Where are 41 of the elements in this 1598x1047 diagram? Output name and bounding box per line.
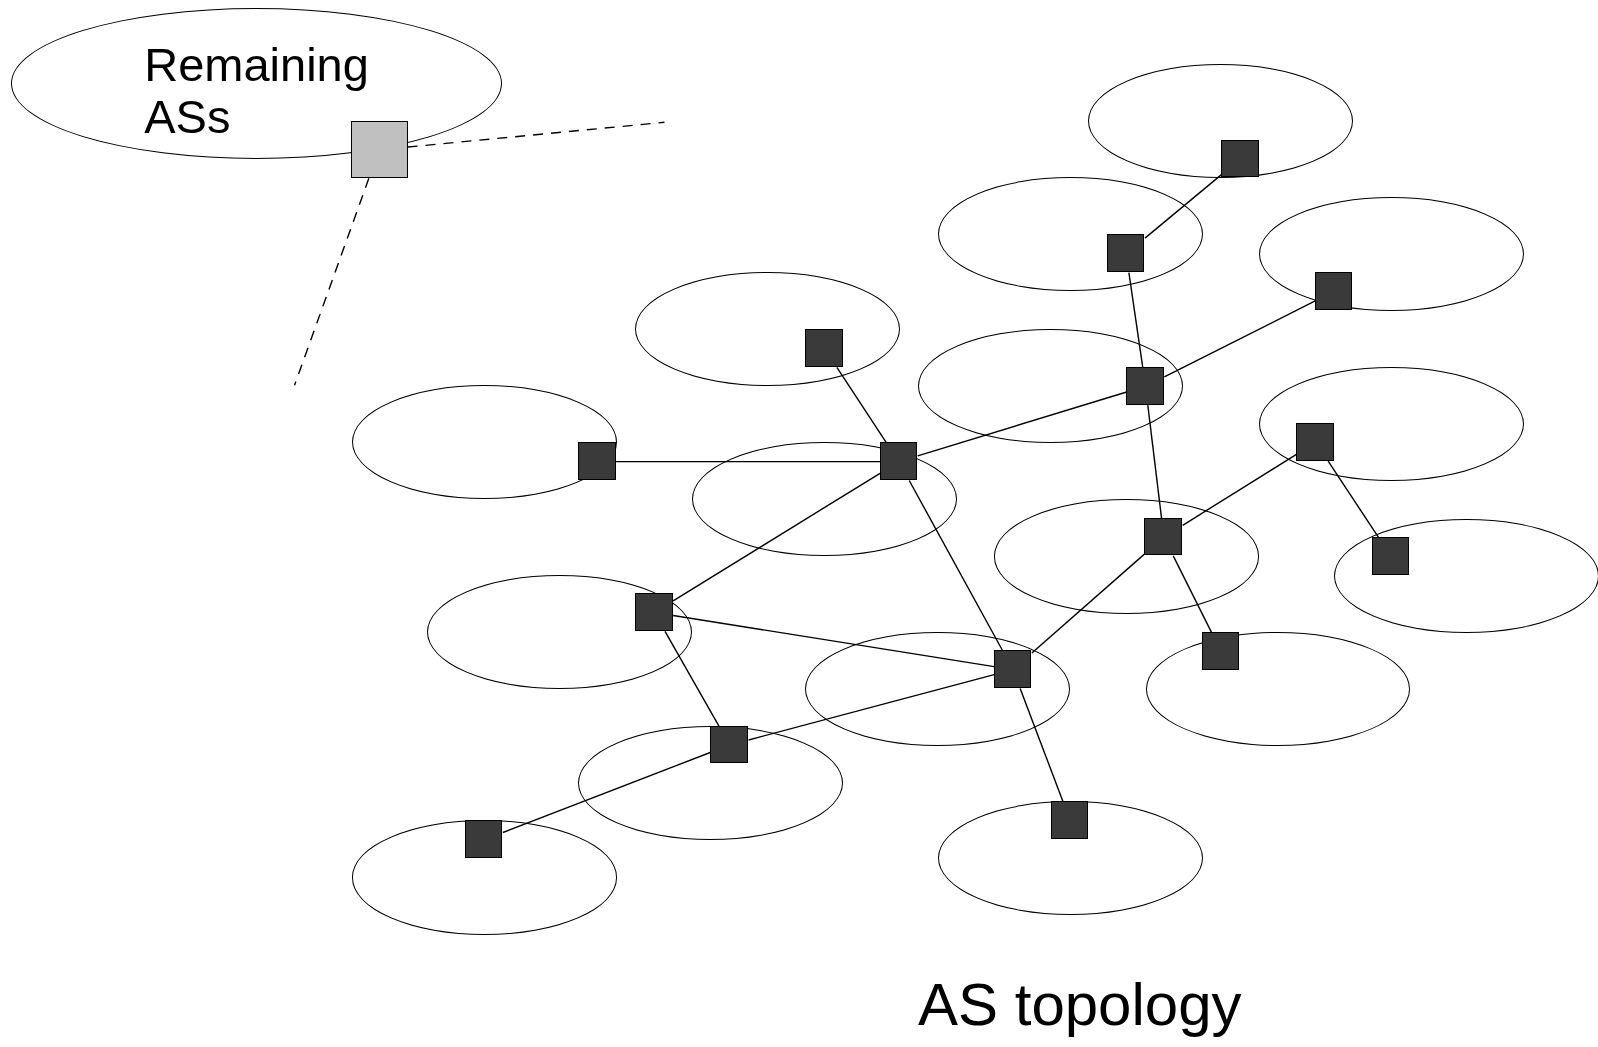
caption: AS topology — [918, 970, 1242, 1039]
router-square — [805, 329, 843, 367]
router-square — [993, 650, 1032, 688]
router-square — [634, 593, 673, 631]
router-square — [1314, 272, 1353, 310]
link-line — [1163, 300, 1316, 378]
router-square — [1220, 139, 1259, 178]
router-square — [350, 121, 408, 179]
router-square — [577, 442, 616, 480]
link-line — [1172, 555, 1213, 634]
link-line — [747, 673, 995, 741]
link-line — [917, 391, 1128, 457]
router-square — [1296, 422, 1335, 461]
dashed-link — [293, 177, 370, 386]
router-square — [1201, 631, 1240, 670]
link-line — [1182, 453, 1298, 527]
link-line — [672, 614, 995, 668]
link-line — [1031, 552, 1146, 654]
link-line — [1019, 687, 1064, 803]
link-line — [1144, 173, 1223, 239]
router-square — [1144, 517, 1183, 556]
link-line — [908, 479, 1004, 652]
node-label: Remaining ASs — [144, 39, 370, 144]
router-square — [710, 725, 749, 764]
router-square — [464, 820, 503, 859]
link-line — [664, 630, 720, 727]
link-line — [836, 366, 888, 444]
link-line — [1327, 460, 1380, 539]
link-line — [1128, 271, 1144, 369]
link-line — [672, 472, 881, 602]
router-square — [1050, 801, 1089, 839]
link-line — [502, 751, 712, 834]
as-ellipse — [993, 499, 1259, 614]
dashed-link — [406, 121, 666, 148]
router-square — [1106, 234, 1145, 273]
as-ellipse — [351, 820, 617, 935]
router-square — [879, 442, 918, 480]
router-square — [1371, 537, 1410, 575]
link-line — [1147, 404, 1163, 519]
link-line — [615, 460, 881, 463]
router-square — [1126, 366, 1164, 405]
